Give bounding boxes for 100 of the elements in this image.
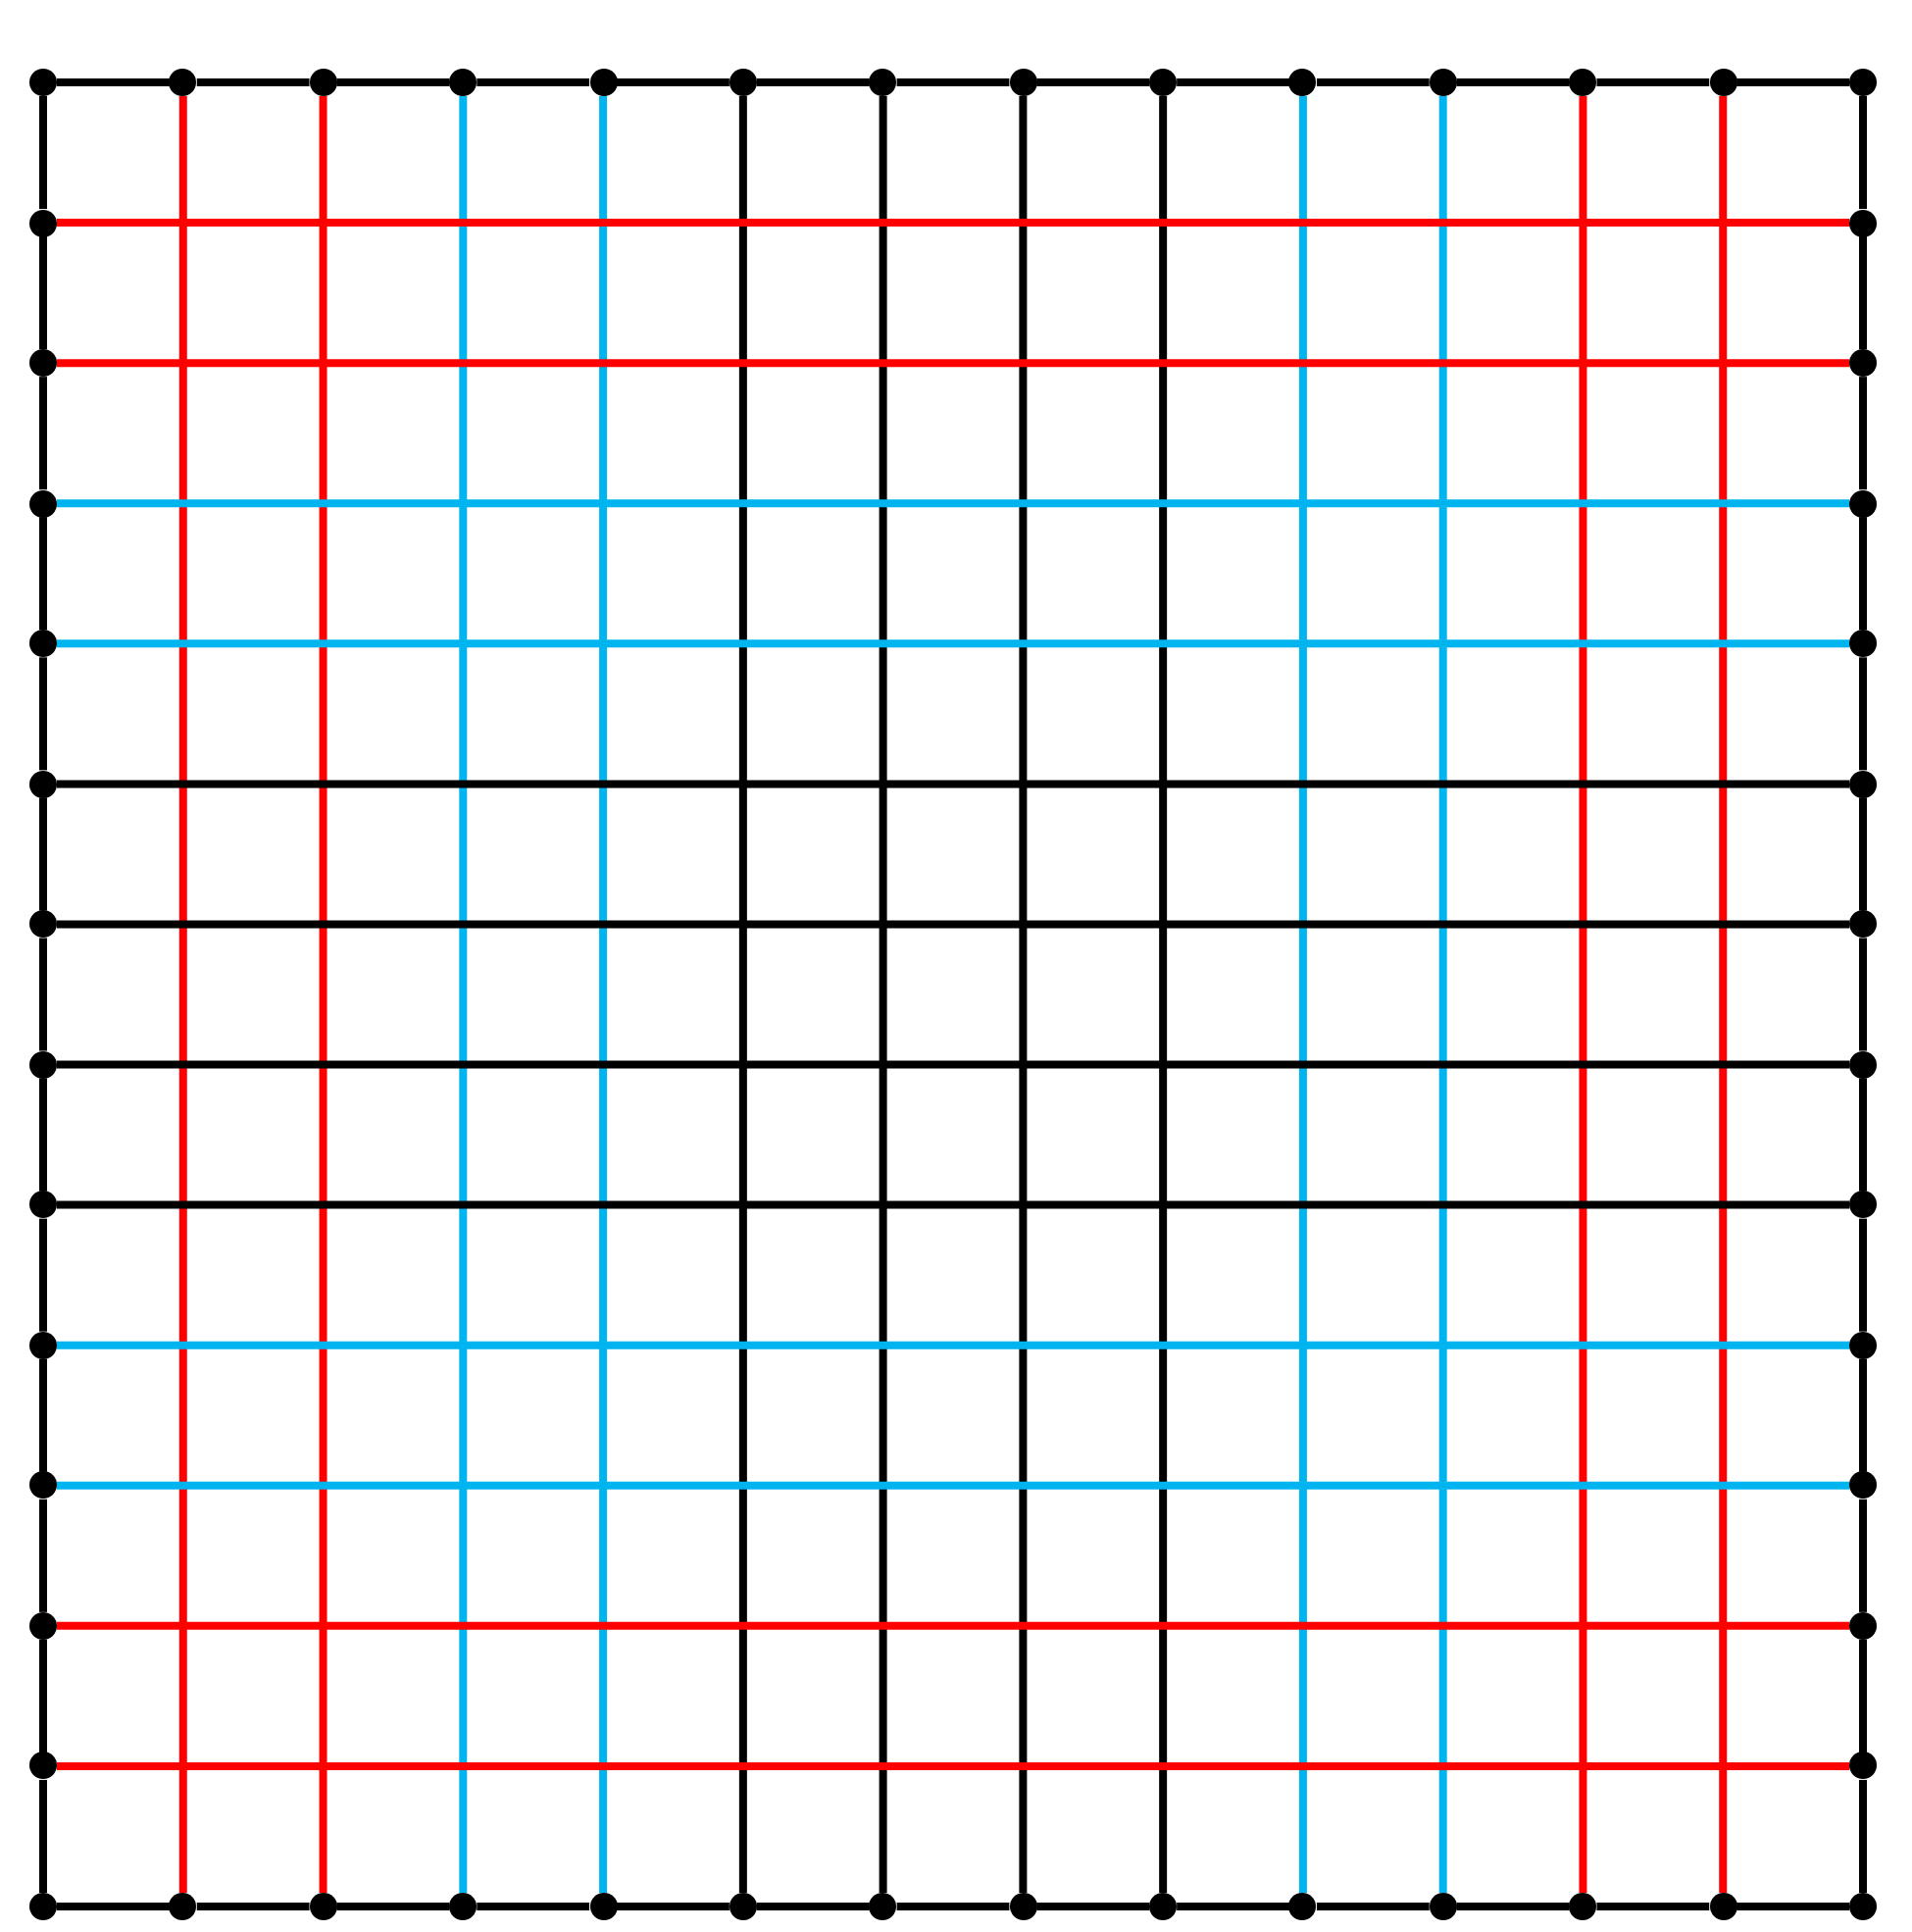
grid-dot [1709, 1893, 1737, 1920]
grid-dot [29, 209, 57, 237]
grid-line [196, 78, 310, 86]
grid-line [1736, 1903, 1849, 1910]
grid-line [178, 96, 187, 1893]
grid-line [57, 219, 1849, 228]
grid-line [57, 639, 1849, 648]
grid-line [896, 78, 1010, 86]
grid-line [336, 78, 450, 86]
grid-dot [1849, 489, 1877, 518]
grid-line [1859, 1639, 1867, 1753]
grid-dot [1009, 69, 1037, 96]
grid-dot [1709, 69, 1737, 96]
grid-line [1859, 1499, 1867, 1612]
grid-dot [309, 1893, 337, 1920]
grid-line [1177, 1903, 1289, 1910]
grid-dot [29, 1893, 57, 1920]
grid-line [1177, 78, 1289, 86]
grid-line [39, 236, 47, 350]
grid-dot [29, 69, 57, 96]
grid-line [39, 377, 47, 490]
grid-line [1859, 797, 1867, 911]
grid-dot [29, 489, 57, 518]
grid-line [1736, 78, 1849, 86]
grid-line [1859, 236, 1867, 350]
grid-line [879, 96, 887, 1893]
grid-line [39, 1639, 47, 1753]
grid-line [39, 1218, 47, 1332]
grid-line [39, 1078, 47, 1192]
grid-dot [869, 1893, 897, 1920]
grid-line [39, 797, 47, 911]
grid-dot [29, 1471, 57, 1500]
grid-line [1438, 96, 1447, 1893]
grid-dot [29, 910, 57, 939]
grid-dot [1149, 1893, 1178, 1920]
grid-dot [1849, 770, 1877, 798]
grid-dot [29, 770, 57, 798]
grid-line [599, 96, 608, 1893]
grid-line [39, 938, 47, 1051]
grid-line [1719, 96, 1728, 1893]
grid-line [57, 359, 1849, 368]
grid-dot [1849, 349, 1877, 378]
grid-line [1859, 938, 1867, 1051]
grid-line [57, 1060, 1849, 1069]
grid-line [1456, 78, 1570, 86]
grid-line [1859, 657, 1867, 771]
grid-line [57, 1341, 1849, 1349]
grid-line [39, 1499, 47, 1612]
grid-line [57, 1761, 1849, 1770]
grid-line [896, 1903, 1010, 1910]
grid-line [738, 96, 747, 1893]
grid-dot [729, 1893, 757, 1920]
grid-line [477, 78, 590, 86]
grid-dot [1849, 630, 1877, 658]
grid-dot [1009, 1893, 1037, 1920]
grid-line [319, 96, 327, 1893]
grid-line [1859, 377, 1867, 490]
grid-line [57, 1200, 1849, 1209]
grid-line [196, 1903, 310, 1910]
grid-line [756, 78, 870, 86]
grid-line [57, 1903, 170, 1910]
grid-line [617, 78, 730, 86]
grid-line [39, 96, 47, 210]
grid-line [57, 780, 1849, 788]
grid-line [57, 920, 1849, 929]
grid-dot [729, 69, 757, 96]
grid-dot [1849, 1331, 1877, 1359]
grid-dot [29, 1050, 57, 1079]
grid-line [756, 1903, 870, 1910]
grid-line [1859, 1779, 1867, 1893]
grid-dot [29, 1752, 57, 1780]
grid-line [1859, 517, 1867, 631]
grid-dot [449, 69, 478, 96]
grid-dot [169, 1893, 197, 1920]
grid-line [1596, 1903, 1710, 1910]
grid-dot [1849, 1050, 1877, 1079]
grid-dot [449, 1893, 478, 1920]
grid-line [57, 1621, 1849, 1630]
grid-dot [1429, 1893, 1457, 1920]
grid-dot [869, 69, 897, 96]
grid-line [336, 1903, 450, 1910]
grid-dot [589, 1893, 618, 1920]
grid-dot [29, 349, 57, 378]
grid-dot [29, 630, 57, 658]
grid-dot [1849, 910, 1877, 939]
grid-dot [1849, 209, 1877, 237]
grid-line [39, 517, 47, 631]
grid-line [1859, 96, 1867, 210]
grid-dot [1849, 1611, 1877, 1640]
grid-line [39, 1779, 47, 1893]
grid-line [1019, 96, 1028, 1893]
grid-dot [1849, 1191, 1877, 1219]
grid-line [617, 1903, 730, 1910]
grid-dot [1149, 69, 1178, 96]
grid-dot [1849, 69, 1877, 96]
grid-dot [589, 69, 618, 96]
grid-dot [1569, 69, 1597, 96]
grid-line [57, 1481, 1849, 1490]
grid-line [1316, 1903, 1430, 1910]
grid-line [39, 1358, 47, 1472]
